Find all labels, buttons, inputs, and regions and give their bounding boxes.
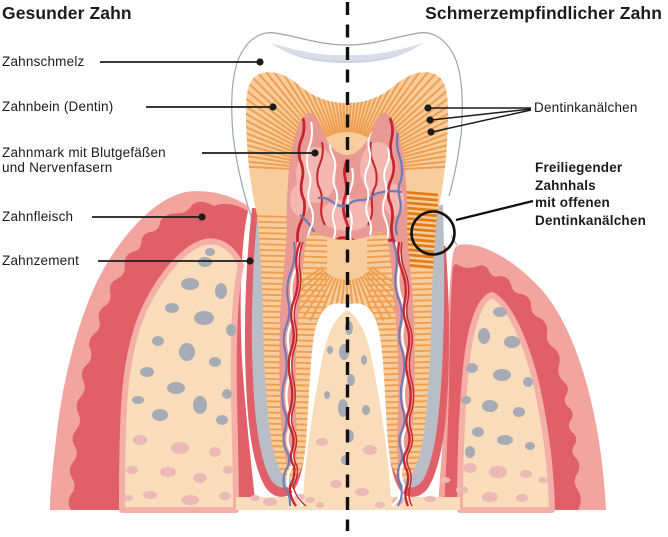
label-pulp: Zahnmark mit Blutgefäßen und Nervenfaser… [2,145,166,175]
leader-dot [427,128,435,136]
leader-dot [246,257,254,265]
root-canal-vessels [281,241,415,507]
magnifier-circle [410,210,456,256]
bone-spots [123,248,548,505]
occlusal-fissure [271,43,423,62]
leader-dot [198,213,206,221]
title-sensitive-tooth: Schmerzempfindlicher Zahn [425,3,662,23]
label-exposed-neck-line3: mit offenen [535,195,610,211]
label-pulp-line2: und Nervenfasern [2,160,113,175]
jawbone-left [119,238,244,513]
leader-dot [311,149,319,157]
leader-line-tubules [431,109,532,133]
leader-exposed-neck [455,199,534,222]
leader-dot [424,104,432,112]
label-gum: Zahnfleisch [2,209,74,224]
label-cementum: Zahnzement [2,253,80,268]
label-exposed-neck-line4: Dentinkanälchen [535,213,647,229]
jawbone-right [457,292,555,513]
leader-dot [256,58,264,66]
label-exposed-neck-line1: Freiliegender [535,160,623,175]
label-dentin: Zahnbein (Dentin) [2,99,114,114]
label-exposed-neck-line2: Zahnhals [535,177,596,193]
label-enamel: Zahnschmelz [2,54,85,69]
gums-and-bone [50,191,606,513]
label-pulp-line1: Zahnmark mit Blutgefäßen [2,145,166,160]
label-dentin-tubules: Dentinkanälchen [534,100,638,115]
leader-line-tubules [430,108,532,121]
pulp-vessels-nerves [296,117,404,248]
leader-dot [269,103,277,111]
title-healthy-tooth: Gesunder Zahn [2,3,132,23]
label-exposed-neck: Freiliegender Zahnhals mit offenen Denti… [535,159,646,230]
annotations [92,58,534,265]
leader-dot [426,116,434,124]
